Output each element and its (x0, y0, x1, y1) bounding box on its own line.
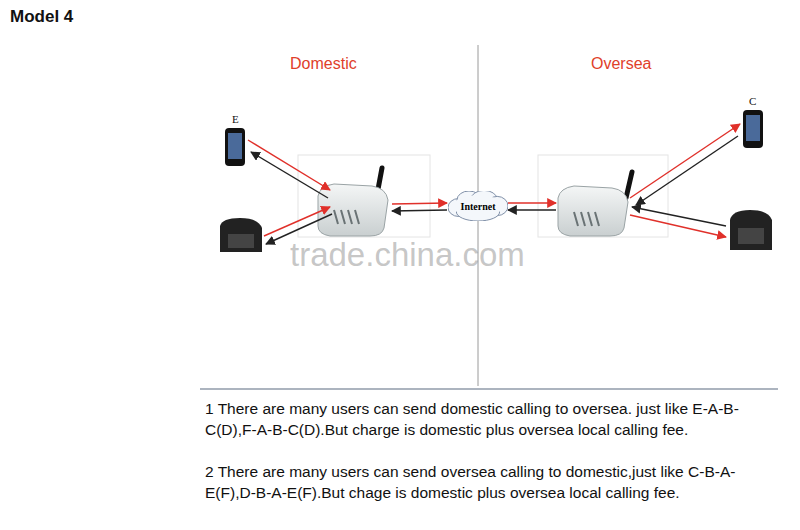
note-text: 2 There are many users can send oversea … (205, 461, 775, 503)
title: Model 4 (10, 7, 73, 27)
watermark: trade.china.com (290, 236, 525, 274)
frame (298, 155, 430, 237)
mobile-phone (743, 110, 763, 148)
node-text: Internet (461, 201, 496, 212)
desk-phone (220, 218, 262, 252)
note-text: 1 There are many users can send domestic… (205, 398, 775, 440)
mobile-phone (225, 128, 245, 166)
gateway-device (558, 172, 632, 236)
desk-phone (730, 210, 772, 250)
signal-arrows (248, 124, 740, 244)
internet-cloud: Internet (448, 191, 508, 221)
phone-label: C (749, 95, 756, 107)
phone-label: E (232, 113, 239, 125)
region-heading: Oversea (591, 55, 651, 73)
region-heading: Domestic (290, 55, 357, 73)
gateway-device (318, 168, 388, 236)
rule-line (200, 388, 778, 389)
